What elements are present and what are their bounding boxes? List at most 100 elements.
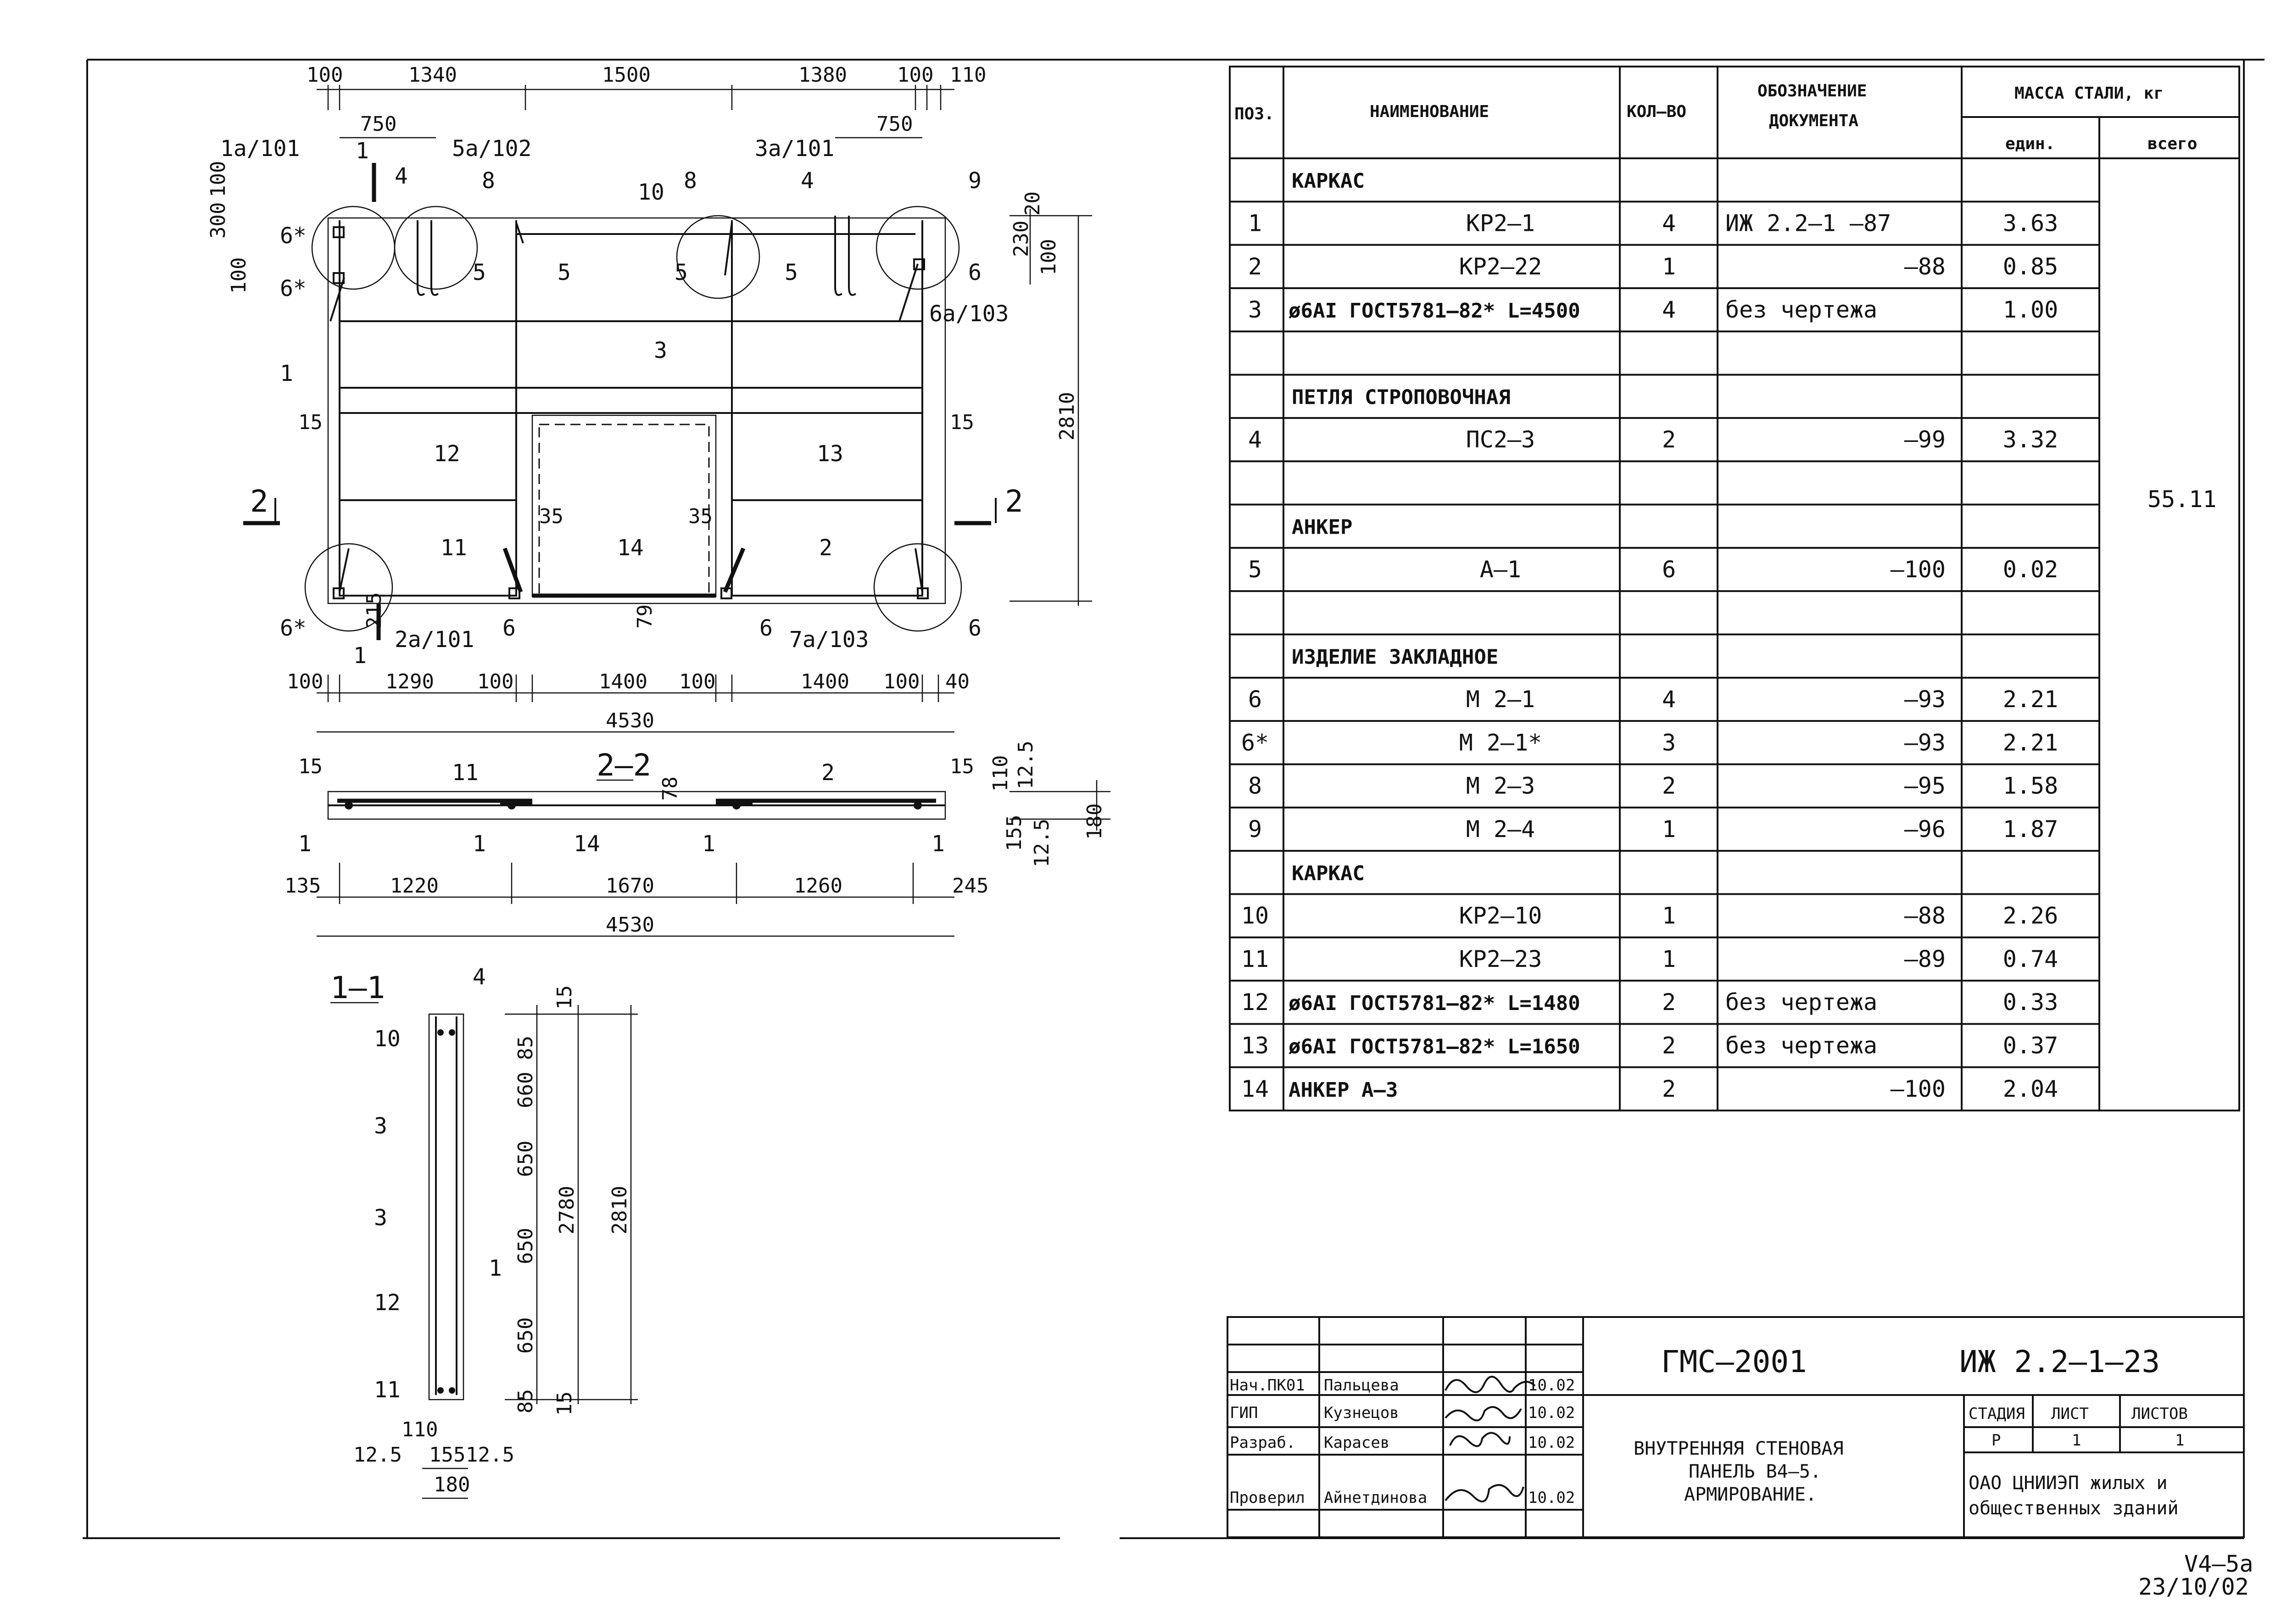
section-1-1-title: 1–1 — [330, 970, 385, 1005]
section-heading: ПЕТЛЯ СТРОПОВОЧНАЯ — [1292, 386, 1511, 409]
pos-label: 3 — [374, 1205, 387, 1231]
s22-dim-12-5a: 12.5 — [1014, 741, 1038, 789]
s22-dim-12-5b: 12.5 — [1030, 819, 1054, 867]
signer-role: ГИП — [1230, 1404, 1258, 1422]
panel-elevation: 100 1340 1500 1380 100 110 750 750 1а/10… — [206, 63, 1092, 733]
org-line-1: ОАО ЦНИИЭП жилых и — [1969, 1473, 2167, 1494]
s11-dim-2780: 2780 — [555, 1186, 579, 1234]
callout-7a-103: 7а/103 — [789, 627, 869, 653]
cell-qty: 2 — [1662, 1032, 1676, 1059]
specification-table: ПОЗ. НАИМЕНОВАНИЕ КОЛ–ВО ОБОЗНАЧЕНИЕ ДОК… — [1229, 66, 2240, 1111]
pos-label: 14 — [617, 535, 644, 561]
s22-dim-1260: 1260 — [794, 874, 842, 898]
section-1-1: 1–1 4 10 3 3 12 11 1 15 85 660 650 650 6… — [330, 964, 638, 1499]
pos-label: 10 — [374, 1026, 401, 1052]
th-qty: КОЛ–ВО — [1627, 102, 1686, 121]
signer-role: Разраб. — [1230, 1434, 1295, 1452]
cell-unit: 1.00 — [2003, 296, 2058, 323]
th-pos: ПОЗ. — [1234, 105, 1274, 123]
dim-left-300: 300 — [206, 202, 230, 239]
dim-right-20: 20 — [1021, 191, 1044, 216]
cell-doc: –95 — [1904, 773, 1946, 799]
pos-label: 6* — [280, 223, 307, 249]
cell-unit: 1.58 — [2003, 773, 2058, 799]
signature-icon — [1445, 1376, 1536, 1393]
cell-qty: 1 — [1662, 946, 1676, 972]
signer-date: 10.02 — [1528, 1404, 1575, 1422]
s11-dim-180: 180 — [434, 1473, 470, 1496]
signer-name: Пальцева — [1324, 1376, 1399, 1395]
pos-label: 8 — [482, 168, 495, 194]
signer-date: 10.02 — [1528, 1434, 1575, 1452]
pos-label: 5 — [473, 260, 486, 285]
section-mark-2-right: 2 — [1005, 484, 1023, 519]
signer-name: Карасев — [1324, 1434, 1389, 1452]
pos-label: 1 — [356, 138, 369, 164]
project-code: ГМС–2001 — [1661, 1344, 1807, 1379]
pos-label: 4 — [395, 163, 408, 189]
dim-top-2: 1500 — [602, 63, 651, 87]
dim-right-230: 230 — [1010, 221, 1033, 257]
sheets-value: 1 — [2175, 1431, 2184, 1450]
cell-name: ø6AI ГОСТ5781–82* L=4500 — [1289, 299, 1580, 323]
cell-unit: 0.37 — [2003, 1032, 2058, 1059]
dim-top-1: 1340 — [408, 63, 457, 87]
cell-unit: 2.21 — [2003, 729, 2058, 756]
s11-dim-2810: 2810 — [608, 1186, 631, 1234]
callout-1a-101: 1а/101 — [220, 136, 300, 162]
signature-icon — [1449, 1432, 1511, 1447]
pos-label: 6* — [280, 276, 307, 301]
date-stamp: 23/10/02 — [2138, 1574, 2249, 1600]
signer-name: Кузнецов — [1324, 1404, 1399, 1422]
cell-qty: 1 — [1662, 903, 1676, 929]
s22-dim-135: 135 — [284, 874, 321, 898]
pos-label: 35 — [688, 505, 713, 528]
signer-date: 10.02 — [1528, 1489, 1575, 1507]
pos-label: 5 — [675, 260, 688, 285]
cell-doc: без чертежа — [1725, 296, 1877, 323]
dim-bottom-0: 100 — [287, 670, 323, 693]
callout-3a-101: 3а/101 — [755, 136, 834, 162]
cell-name: ø6AI ГОСТ5781–82* L=1480 — [1289, 992, 1580, 1015]
cell-qty: 1 — [1662, 816, 1676, 843]
cell-doc: –88 — [1904, 903, 1946, 929]
dim-bottom-3: 1400 — [599, 670, 647, 693]
pos-label: 11 — [374, 1377, 401, 1403]
title-line-3: АРМИРОВАНИЕ. — [1684, 1484, 1817, 1505]
cell-unit: 3.32 — [2003, 426, 2058, 453]
s11-dim-12-5a: 12.5 — [353, 1443, 402, 1467]
cell-doc: –96 — [1904, 816, 1946, 843]
pos-label: 12 — [374, 1290, 401, 1316]
callout-6a-103: 6а/103 — [929, 301, 1009, 327]
dim-overall: 4530 — [606, 709, 654, 732]
cell-doc: –100 — [1891, 1076, 1946, 1102]
s22-dim-1670: 1670 — [606, 874, 654, 898]
cell-doc: ИЖ 2.2–1 –87 — [1725, 210, 1891, 236]
cell-pos: 1 — [1248, 210, 1262, 236]
cell-doc: без чертежа — [1725, 989, 1877, 1016]
cell-doc: –99 — [1904, 426, 1946, 453]
dim-top-0: 100 — [307, 63, 343, 87]
cell-qty: 4 — [1662, 686, 1676, 713]
stage-value: Р — [1991, 1431, 2001, 1450]
cell-qty: 3 — [1662, 729, 1676, 756]
s22-dim-155: 155 — [1003, 815, 1026, 851]
pos-label: 15 — [950, 411, 974, 434]
pos-label: 6 — [968, 615, 982, 641]
pos-label: 4 — [473, 964, 486, 990]
pos-label: 1 — [280, 361, 293, 386]
dim-750-left: 750 — [360, 112, 396, 136]
cell-pos: 10 — [1241, 903, 1269, 929]
org-line-2: общественных зданий — [1969, 1498, 2179, 1519]
section-heading: КАРКАС — [1292, 169, 1365, 193]
cell-pos: 11 — [1241, 946, 1269, 972]
th-total: всего — [2148, 134, 2197, 153]
pos-label: 5 — [785, 260, 798, 285]
s11-dim-650a: 650 — [514, 1141, 537, 1177]
signer-role: Проверил — [1230, 1489, 1305, 1507]
pos-label: 4 — [801, 168, 814, 194]
version-stamp: V4–5а — [2184, 1551, 2254, 1577]
cell-doc: –89 — [1904, 946, 1946, 972]
